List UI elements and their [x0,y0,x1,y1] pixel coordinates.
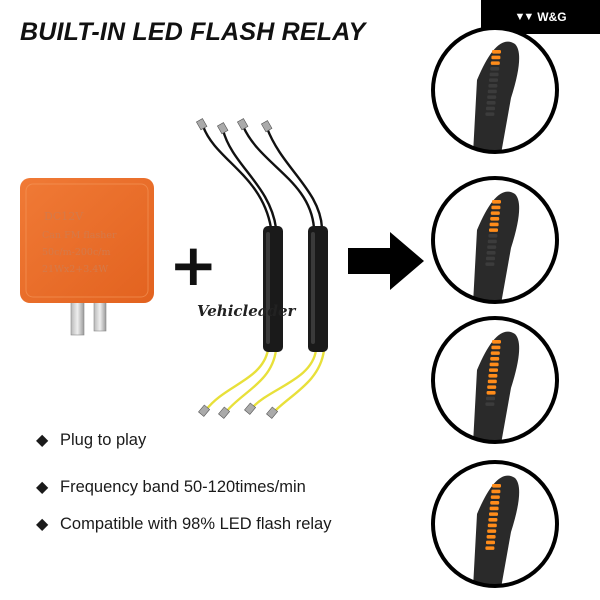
relay-label-line-2: Can FM flasher [42,230,117,241]
led-segment [490,495,500,499]
led-segment [490,501,500,505]
stage-ring [431,316,559,444]
plus-icon: + [169,231,218,299]
relay-label-line-1: DC12V [44,210,84,223]
led-segment [487,245,497,249]
led-segment [490,67,500,71]
stage-ring [431,176,559,304]
turn-signal-stage-2 [431,176,559,304]
led-segment [489,506,499,511]
led-segment [486,540,495,545]
led-segment [491,489,501,494]
led-segment [490,211,500,215]
diamond-bullet-icon: ◆ [36,516,49,533]
led-segment [489,368,498,372]
led-segment [486,251,496,255]
led-segment [490,217,500,221]
turn-signal-stage-3 [431,316,559,444]
led-segment [488,84,498,88]
led-segment [487,523,497,528]
page-title: BUILT-IN LED FLASH RELAY [20,18,366,46]
led-segment [486,391,496,395]
led-segment [490,61,500,65]
list-item: ◆Plug to play [36,431,147,449]
led-segment [492,340,501,344]
relay-label-line-4: 21Wx2+3.4W [42,264,109,275]
led-segment [489,362,499,367]
led-segment [491,345,501,350]
led-segment [487,379,497,384]
led-segment [486,535,496,539]
led-segment [492,200,501,204]
led-segment [487,239,497,244]
led-segment [487,89,497,94]
led-segment [487,95,497,99]
led-segment [486,106,495,111]
watermark-text: Vehicleader [197,302,296,320]
led-segment [486,256,495,261]
led-segment [485,402,495,406]
turn-signal-stage-1 [431,26,559,154]
stage-ring [431,26,559,154]
list-item: ◆Frequency band 50-120times/min [36,478,306,496]
list-item: ◆Compatible with 98% LED flash relay [36,515,332,533]
led-segment [485,262,495,266]
led-segment [488,374,498,378]
relay-label-line-3: 50c/m-200c/m [42,247,111,258]
led-segment [489,228,498,232]
led-segment [490,351,500,355]
diamond-bullet-icon: ◆ [36,432,49,449]
led-segment [486,396,495,401]
diamond-bullet-icon: ◆ [36,479,49,496]
led-segment [487,529,497,533]
led-segment [489,72,499,77]
led-segment [492,50,501,54]
led-segment [490,357,500,361]
led-segment [489,512,498,516]
led-segment [489,78,498,82]
led-segment [491,205,501,210]
wing-chevrons-icon: ▼▼ [514,11,534,23]
led-segment [486,101,496,105]
led-segment [487,385,497,389]
relay-housing [20,178,154,303]
turn-signal-stage-4 [431,460,559,588]
led-segment [489,222,499,227]
led-segment [488,234,498,238]
stage-ring [431,460,559,588]
led-segment [492,484,501,488]
brand-name: W&G [537,10,567,24]
led-segment [491,55,501,60]
led-segment [485,546,495,550]
led-segment [485,112,495,116]
led-segment [488,518,498,522]
